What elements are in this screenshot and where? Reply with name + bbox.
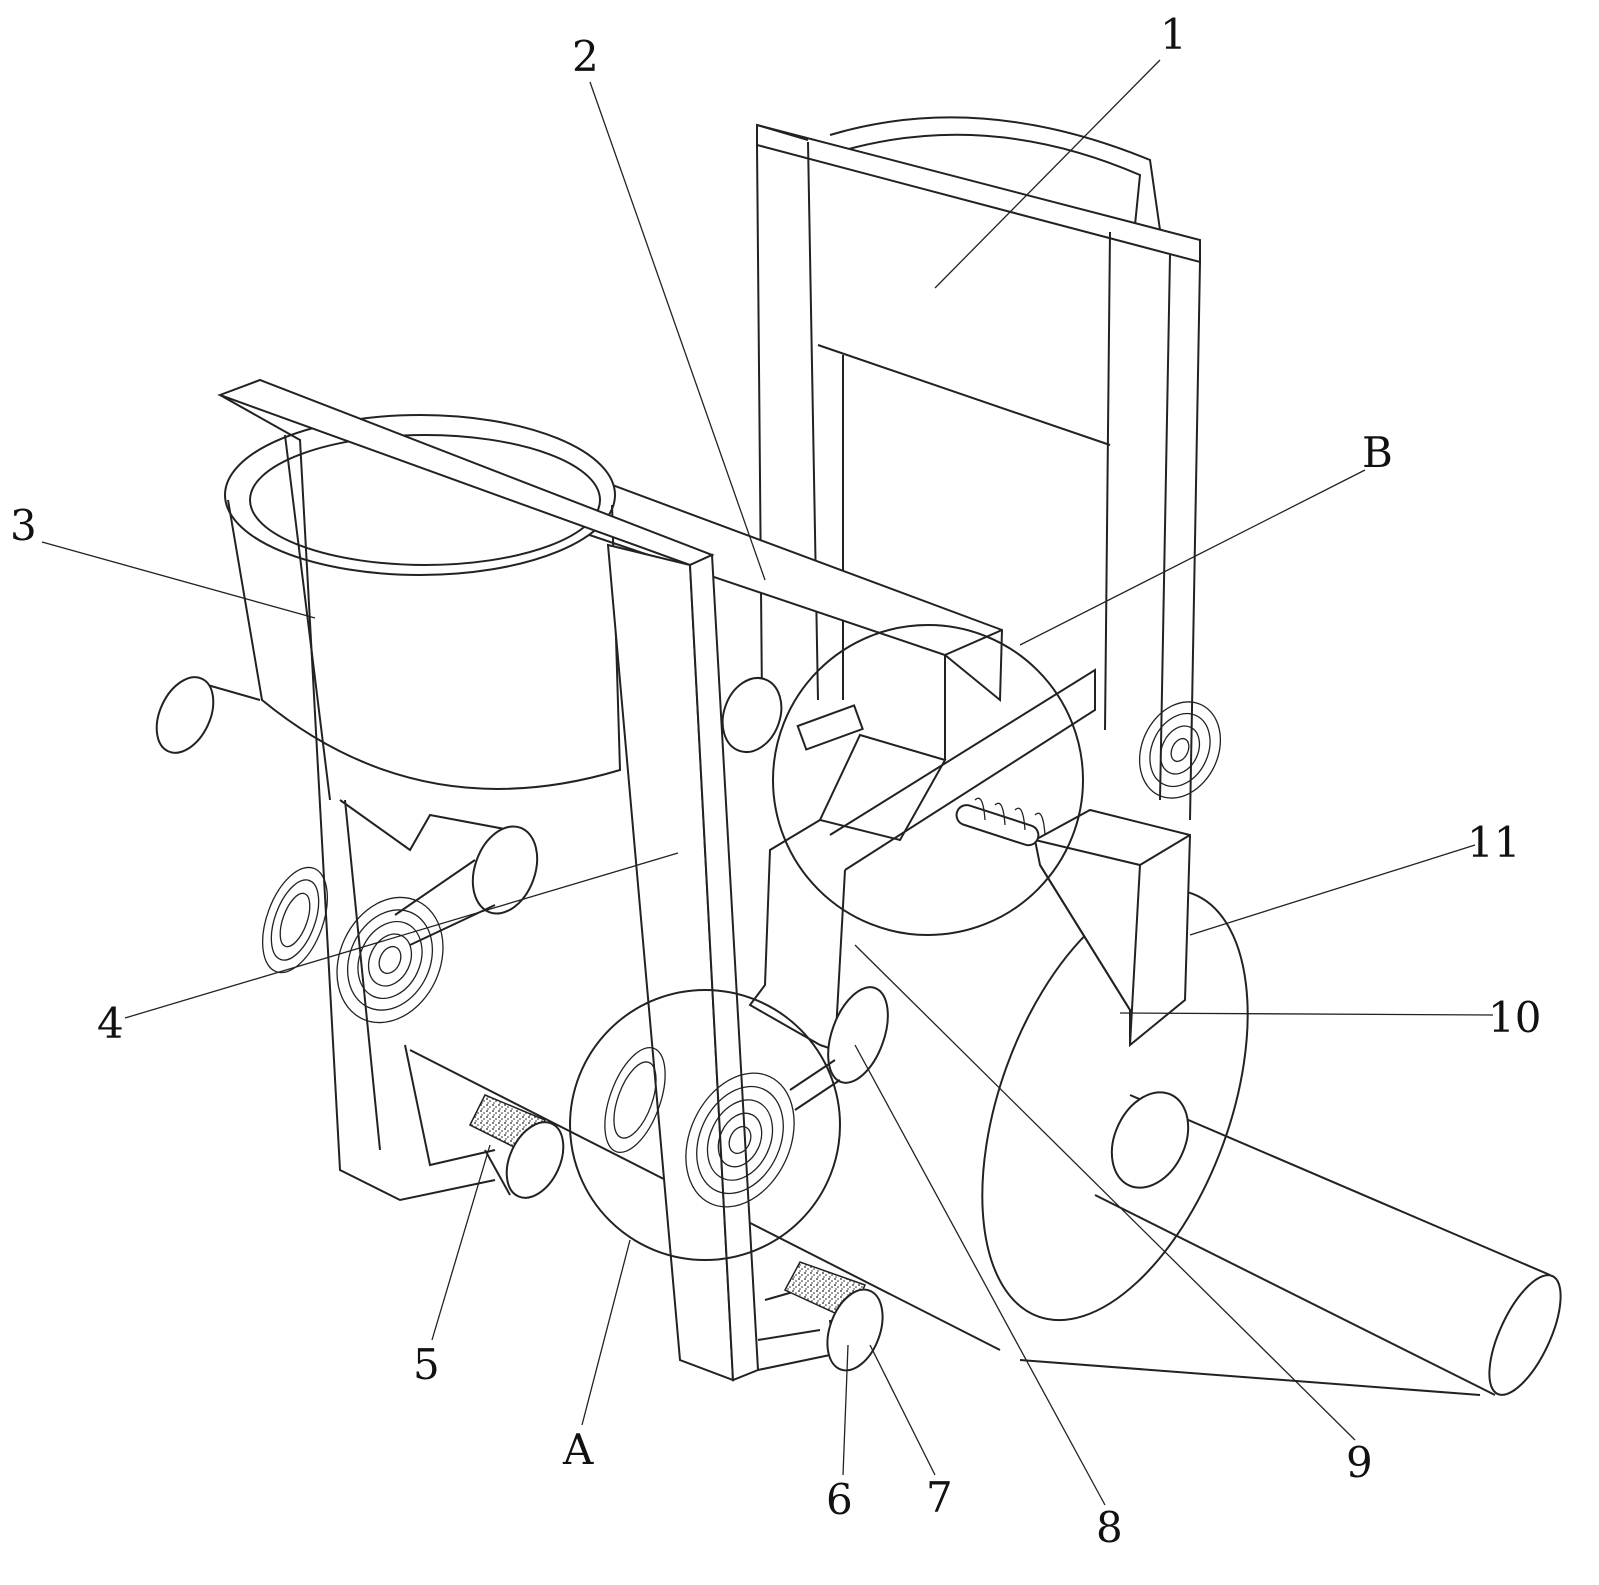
spiral-spring-4 (317, 880, 463, 1040)
label-2: 2 (572, 36, 599, 78)
leader-lines (42, 60, 1493, 1505)
label-5: 5 (413, 1344, 440, 1386)
hopper-3 (225, 415, 620, 945)
spiral-spring-b (1124, 689, 1235, 812)
detail-circle-b (773, 625, 1083, 935)
label-7: 7 (926, 1477, 953, 1519)
label-8: 8 (1096, 1507, 1123, 1549)
label-b: B (1362, 432, 1393, 474)
label-11: 11 (1467, 822, 1520, 864)
label-4: 4 (97, 1003, 124, 1045)
label-10: 10 (1488, 997, 1541, 1039)
label-1: 1 (1160, 14, 1187, 56)
brush-5 (470, 1095, 575, 1207)
label-3: 3 (10, 505, 37, 547)
label-6: 6 (826, 1479, 853, 1521)
label-a: A (563, 1429, 593, 1471)
frame-1 (757, 117, 1200, 820)
label-9: 9 (1346, 1442, 1373, 1484)
